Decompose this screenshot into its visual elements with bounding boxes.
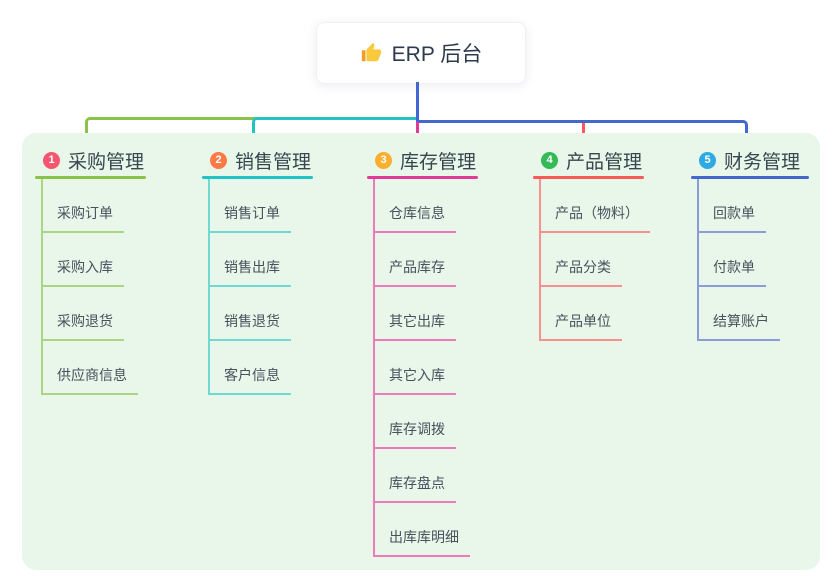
branch: 3 库存管理 仓库信息产品库存其它出库其它入库库存调拨库存盘点出库库明细 (367, 149, 478, 557)
child-node[interactable]: 付款单 (699, 233, 780, 287)
branch: 2 销售管理 销售订单销售出库销售退货客户信息 (202, 149, 313, 395)
branch-node-label: 销售管理 (235, 151, 312, 173)
connector-root (416, 82, 419, 122)
branch: 1 采购管理 采购订单采购入库采购退货供应商信息 (35, 149, 146, 395)
child-node-label: 产品库存 (375, 257, 456, 287)
child-node[interactable]: 客户信息 (210, 341, 291, 395)
child-node[interactable]: 采购退货 (43, 287, 138, 341)
child-node-label: 客户信息 (210, 365, 291, 395)
branch-children: 仓库信息产品库存其它出库其它入库库存调拨库存盘点出库库明细 (373, 179, 470, 557)
root-node-label: ERP 后台 (391, 43, 483, 66)
branch-node-label: 财务管理 (724, 151, 801, 173)
connector-branch-2 (252, 117, 419, 146)
child-node[interactable]: 其它入库 (375, 341, 470, 395)
child-node-label: 付款单 (699, 257, 766, 287)
branch-node-label: 采购管理 (68, 151, 145, 173)
child-node[interactable]: 仓库信息 (375, 179, 470, 233)
branch-node-label: 库存管理 (400, 151, 477, 173)
child-node[interactable]: 供应商信息 (43, 341, 138, 395)
child-node-label: 库存调拨 (375, 419, 456, 449)
child-node-label: 仓库信息 (375, 203, 456, 233)
branch: 5 财务管理 回款单付款单结算账户 (691, 149, 809, 341)
child-node[interactable]: 回款单 (699, 179, 780, 233)
child-node-label: 库存盘点 (375, 473, 456, 503)
child-node[interactable]: 结算账户 (699, 287, 780, 341)
branch-node[interactable]: 3 库存管理 (367, 149, 478, 173)
child-node-label: 采购订单 (43, 203, 124, 233)
root-node[interactable]: ERP 后台 (316, 22, 526, 84)
branch-number-badge: 3 (375, 151, 392, 169)
branch-node[interactable]: 1 采购管理 (35, 149, 146, 173)
branch-number-badge: 5 (699, 151, 716, 169)
child-node-label: 回款单 (699, 203, 766, 233)
branch-underline (35, 176, 146, 179)
branch-underline (202, 176, 313, 179)
child-node-label: 采购退货 (43, 311, 124, 341)
branch: 4 产品管理 产品（物料） 产品分类产品单位 (533, 149, 650, 341)
child-node-label: 产品单位 (541, 311, 622, 341)
child-node[interactable]: 库存调拨 (375, 395, 470, 449)
child-node-label: 销售出库 (210, 257, 291, 287)
child-node[interactable]: 销售订单 (210, 179, 291, 233)
branch-node-label: 产品管理 (566, 151, 643, 173)
child-node-label: 采购入库 (43, 257, 124, 287)
branch-children: 产品（物料） 产品分类产品单位 (539, 179, 650, 341)
child-node-label: 销售订单 (210, 203, 291, 233)
child-node-label: 出库库明细 (375, 527, 470, 557)
branch-number-badge: 4 (541, 151, 558, 169)
child-node-label: 其它入库 (375, 365, 456, 395)
child-node[interactable]: 销售退货 (210, 287, 291, 341)
branch-underline (691, 176, 809, 179)
child-node[interactable]: 其它出库 (375, 287, 470, 341)
child-node[interactable]: 产品库存 (375, 233, 470, 287)
child-node[interactable]: 采购入库 (43, 233, 138, 287)
branch-number-badge: 1 (43, 151, 60, 169)
child-node[interactable]: 产品单位 (541, 287, 650, 341)
branch-node[interactable]: 5 财务管理 (691, 149, 809, 173)
branch-number-badge: 2 (210, 151, 227, 169)
child-node-label: 产品（物料） (541, 203, 650, 233)
child-node-label: 销售退货 (210, 311, 291, 341)
branches-panel: 1 采购管理 采购订单采购入库采购退货供应商信息 2 销售管理 销售订单销售出库… (22, 133, 820, 570)
child-node[interactable]: 库存盘点 (375, 449, 470, 503)
child-node[interactable]: 产品分类 (541, 233, 650, 287)
branch-children: 回款单付款单结算账户 (697, 179, 780, 341)
branch-node[interactable]: 4 产品管理 (533, 149, 650, 173)
child-node-label: 供应商信息 (43, 365, 138, 395)
child-node-label: 结算账户 (699, 311, 780, 341)
branch-children: 销售订单销售出库销售退货客户信息 (208, 179, 291, 395)
thumbs-up-icon (360, 42, 382, 64)
branch-underline (533, 176, 644, 179)
connector-branch-4 (582, 123, 585, 142)
child-node[interactable]: 销售出库 (210, 233, 291, 287)
child-node[interactable]: 产品（物料） (541, 179, 650, 233)
branch-node[interactable]: 2 销售管理 (202, 149, 313, 173)
connector-branch-3 (416, 121, 419, 144)
branch-children: 采购订单采购入库采购退货供应商信息 (41, 179, 138, 395)
child-node-label: 产品分类 (541, 257, 622, 287)
child-node[interactable]: 出库库明细 (375, 503, 470, 557)
branch-underline (367, 176, 478, 179)
child-node[interactable]: 采购订单 (43, 179, 138, 233)
child-node-label: 其它出库 (375, 311, 456, 341)
